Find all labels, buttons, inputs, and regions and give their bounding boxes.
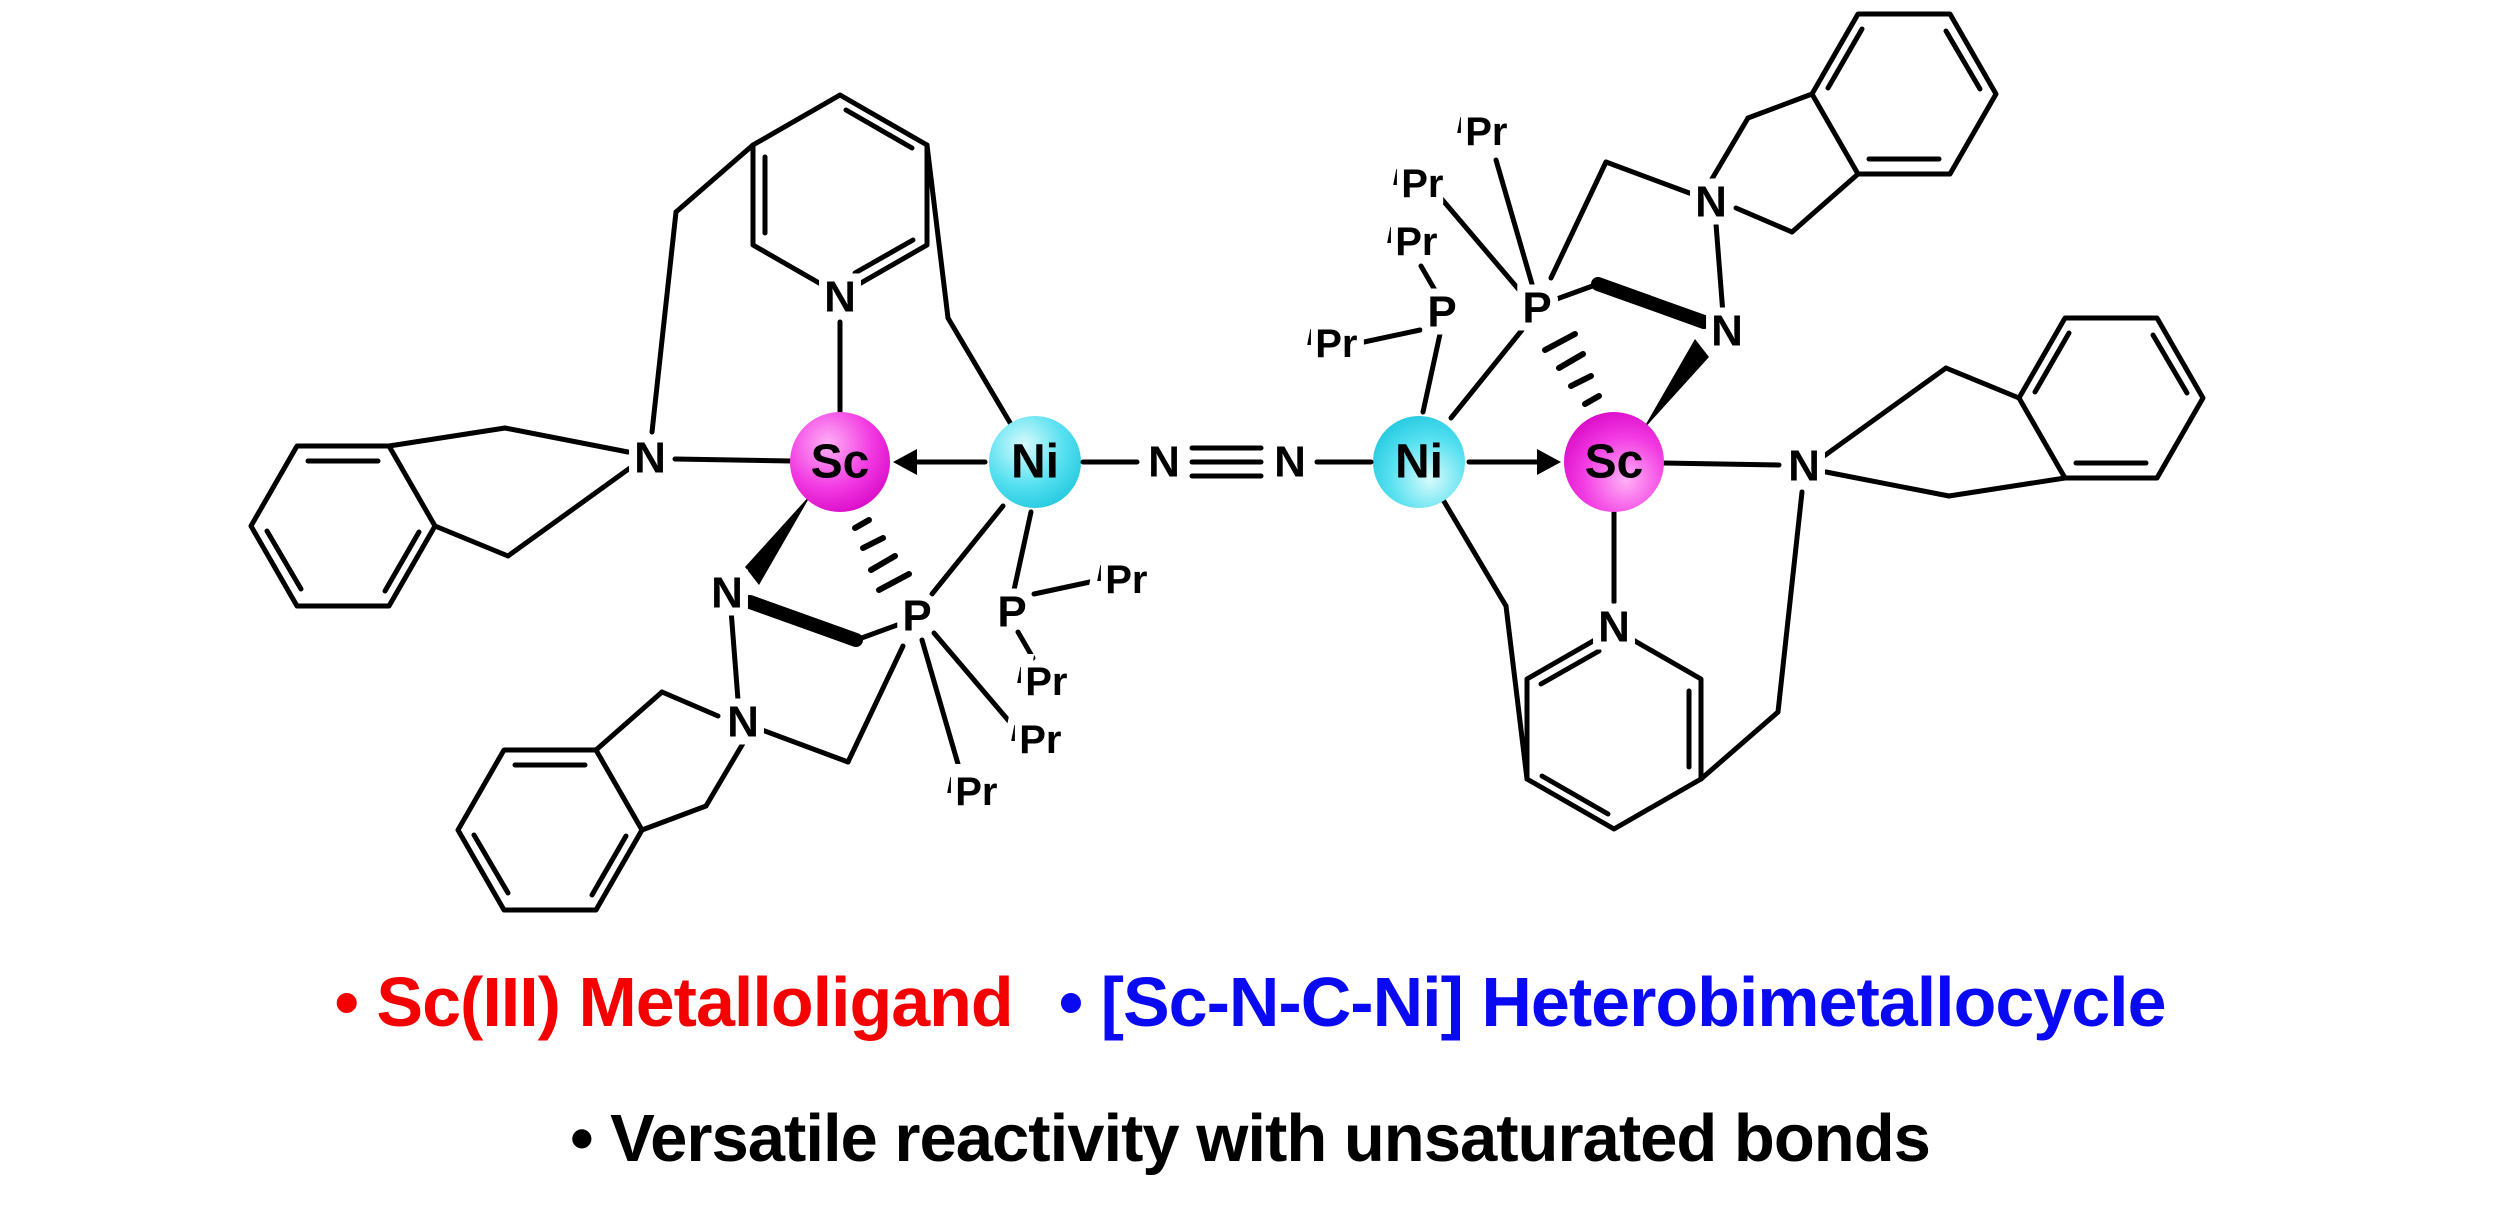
bond <box>593 689 665 753</box>
bond-p2-ni <box>1011 509 1034 593</box>
hash-mark <box>876 571 912 593</box>
ipr-label-right-4: iPr <box>1457 105 1508 155</box>
pyridine-double-bond <box>843 107 915 151</box>
atom-label-p2-left: P <box>997 588 1026 637</box>
pyridine-arms <box>649 142 1015 435</box>
atom-label-n3-right: N <box>1788 442 1820 491</box>
bond <box>659 689 721 719</box>
bond <box>649 209 679 435</box>
benzene-double-bond <box>264 528 304 592</box>
bridge-n-label-1: N <box>1148 438 1180 487</box>
pyridine-double-bond <box>852 237 916 276</box>
atom-label-p1-right: P <box>1522 284 1551 333</box>
bond <box>1031 579 1093 597</box>
metal-label-ni-right: Ni <box>1395 436 1443 489</box>
isoindoline-1 <box>386 425 633 559</box>
atom-label-n1-left: N <box>634 434 666 483</box>
caption-line-1: • Sc(III) Metalloligand • [Sc-N-C-Ni] He… <box>0 962 2500 1043</box>
dative-arrow-head <box>893 449 917 475</box>
metal-label-ni-left: Ni <box>1011 436 1059 489</box>
dinitrogen-bridge: N N <box>1080 430 1374 495</box>
hashed-wedge-sc <box>852 517 912 593</box>
metal-label-sc-right: Sc <box>1585 436 1644 489</box>
left-complex-labels: N N N N P P Sc Ni iPr iPr iPr iPr <box>626 265 1154 822</box>
bond <box>703 737 748 809</box>
atom-label-p1-left: P <box>902 592 931 641</box>
bond <box>919 637 961 767</box>
metal-label-sc-left: Sc <box>811 436 870 489</box>
bullet-heterobimetallocycle: • [Sc-N-C-Ni] Heterobimetallocycle <box>1058 963 2167 1041</box>
bond <box>759 727 851 765</box>
ipr-label-left-3: iPr <box>1011 713 1062 763</box>
atom-label-n3-left: N <box>727 698 759 747</box>
benzene-double-bond <box>382 529 422 594</box>
left-complex-skeleton <box>248 92 1093 913</box>
bold-bond-n2-c <box>743 595 863 647</box>
ipr-label-left-1: iPr <box>1097 553 1148 603</box>
bond <box>1015 629 1036 661</box>
ipr-label-left-2: iPr <box>1017 655 1068 705</box>
bond-p1-ni <box>929 503 1006 597</box>
benzene-ring-1 <box>248 443 438 609</box>
atom-label-n-pyridine-right: N <box>1598 603 1630 652</box>
bullet-sc-metalloligand: • Sc(III) Metalloligand <box>334 963 1013 1041</box>
atom-label-n2-left: N <box>711 569 743 618</box>
benzene-hexagon <box>248 443 438 609</box>
sc-metal-sphere <box>790 412 890 512</box>
bond-c-p1 <box>853 621 903 643</box>
wedge-bond-n2-sc <box>745 493 812 585</box>
isoindoline-2 <box>593 689 748 833</box>
bond <box>945 315 1015 429</box>
ipr-label-left-4: iPr <box>947 765 998 815</box>
benzene-ring-2 <box>455 747 645 913</box>
atom-label-n-pyridine-left: N <box>824 273 856 322</box>
hash-mark <box>868 553 898 573</box>
caption-line-2: • Versatile reactivity with unsaturated … <box>0 1100 2500 1177</box>
bond-n1-sc <box>672 456 794 464</box>
benzene-hexagon <box>455 747 645 913</box>
bond <box>673 142 756 215</box>
atom-label-n1-right: N <box>1695 178 1727 227</box>
pyridine-ring <box>750 92 930 298</box>
ipr-label-right-3: iPr <box>1393 157 1444 207</box>
bond <box>505 465 633 559</box>
bullet-versatile-reactivity: • Versatile reactivity with unsaturated … <box>570 1101 1931 1176</box>
ipr-label-right-2: iPr <box>1387 215 1438 265</box>
ipr-bonds <box>919 579 1093 767</box>
benzene-double-bond <box>471 832 511 896</box>
bond <box>639 803 709 833</box>
benzene-double-bond <box>589 833 629 898</box>
bond <box>502 425 631 455</box>
atom-label-p2-right: P <box>1427 288 1456 337</box>
right-complex-labels: N N N N P P Sc Ni iPr iPr iPr iPr <box>1300 98 1828 660</box>
atom-label-n2-right: N <box>1711 307 1743 356</box>
hash-mark <box>852 517 872 531</box>
bond <box>386 425 508 449</box>
bond <box>432 523 511 559</box>
bond-n2-n3 <box>728 607 741 703</box>
hash-mark <box>860 535 886 551</box>
bond <box>931 630 1017 730</box>
pyridine-hexagon <box>750 92 930 298</box>
bond <box>924 142 951 321</box>
bridge-n-label-2: N <box>1274 438 1306 487</box>
ipr-label-right-1: iPr <box>1307 317 1358 367</box>
bond <box>845 643 906 765</box>
ni-metal-sphere <box>989 416 1081 508</box>
